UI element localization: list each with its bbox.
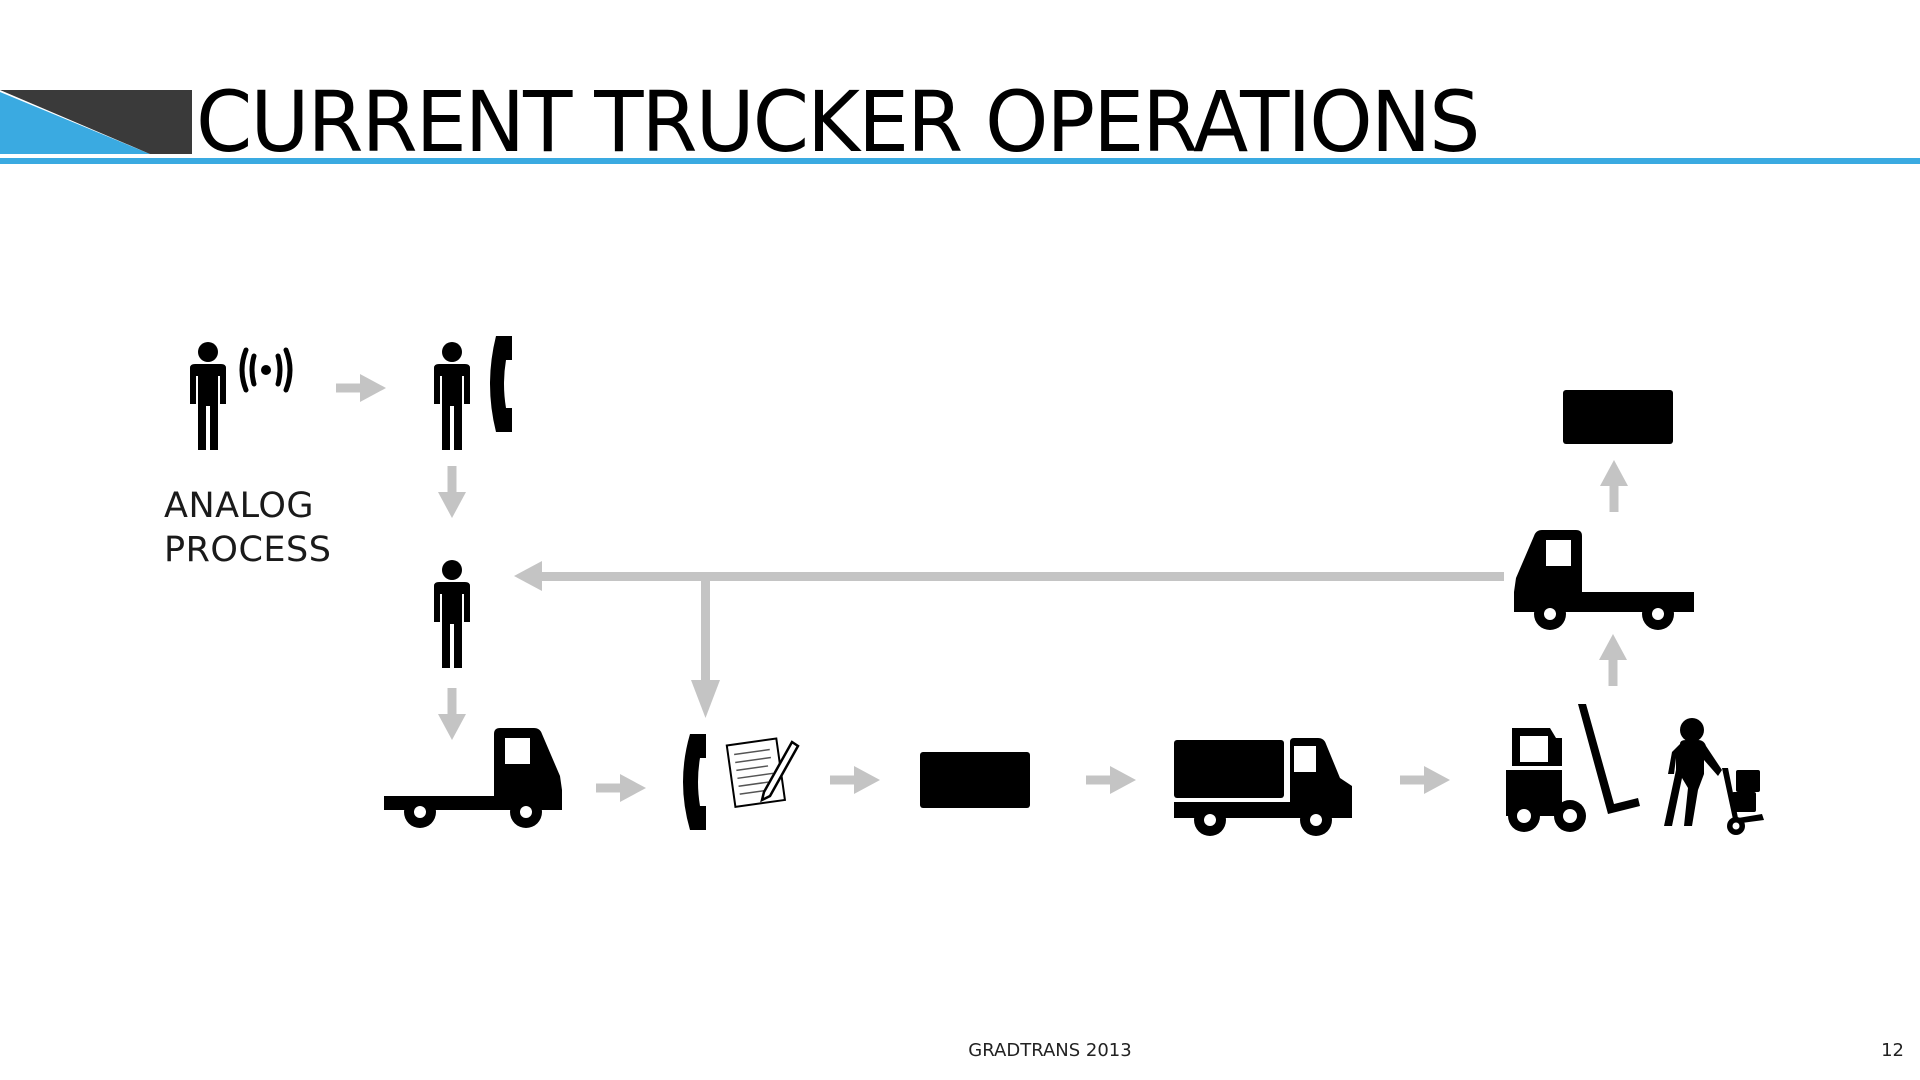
flow-arrow-right [1400,766,1450,794]
flow-arrow-down [438,466,466,518]
analog-process-label: ANALOG PROCESS [164,484,331,572]
flatbed-truck-icon [384,728,562,828]
phone-document-icon [683,734,800,830]
flow-arrow-right [830,766,880,794]
flow-arrow-right [1086,766,1136,794]
black-box-icon [920,752,1030,808]
flow-arrow-right [336,374,386,402]
black-box-icon [1563,390,1673,444]
footer-text: GRADTRANS 2013 [968,1040,1132,1061]
feedback-line [540,572,1504,581]
label-line-1: ANALOG [164,486,314,526]
flatbed-truck-icon [1514,530,1694,630]
person-broadcast-icon [190,342,293,450]
title-underline [0,158,1920,164]
label-line-2: PROCESS [164,530,332,570]
flow-arrow-down [438,688,466,740]
worker-hand-truck-icon [1664,718,1764,835]
banner-dark-shape [0,90,192,154]
page-title: CURRENT TRUCKER OPERATIONS [196,73,1480,171]
flow-arrow-up [1599,634,1627,686]
feedback-branch-arrowhead [691,680,720,718]
feedback-arrowhead [514,561,542,591]
banner-blue-shape [0,92,150,154]
box-truck-icon [1174,738,1352,836]
flow-arrow-right [596,774,646,802]
page-number: 12 [1881,1040,1904,1061]
person-phone-icon [434,336,512,450]
feedback-branch-line [701,576,710,686]
flow-arrow-up [1600,460,1628,512]
person-icon [434,560,470,668]
forklift-icon [1506,704,1640,832]
